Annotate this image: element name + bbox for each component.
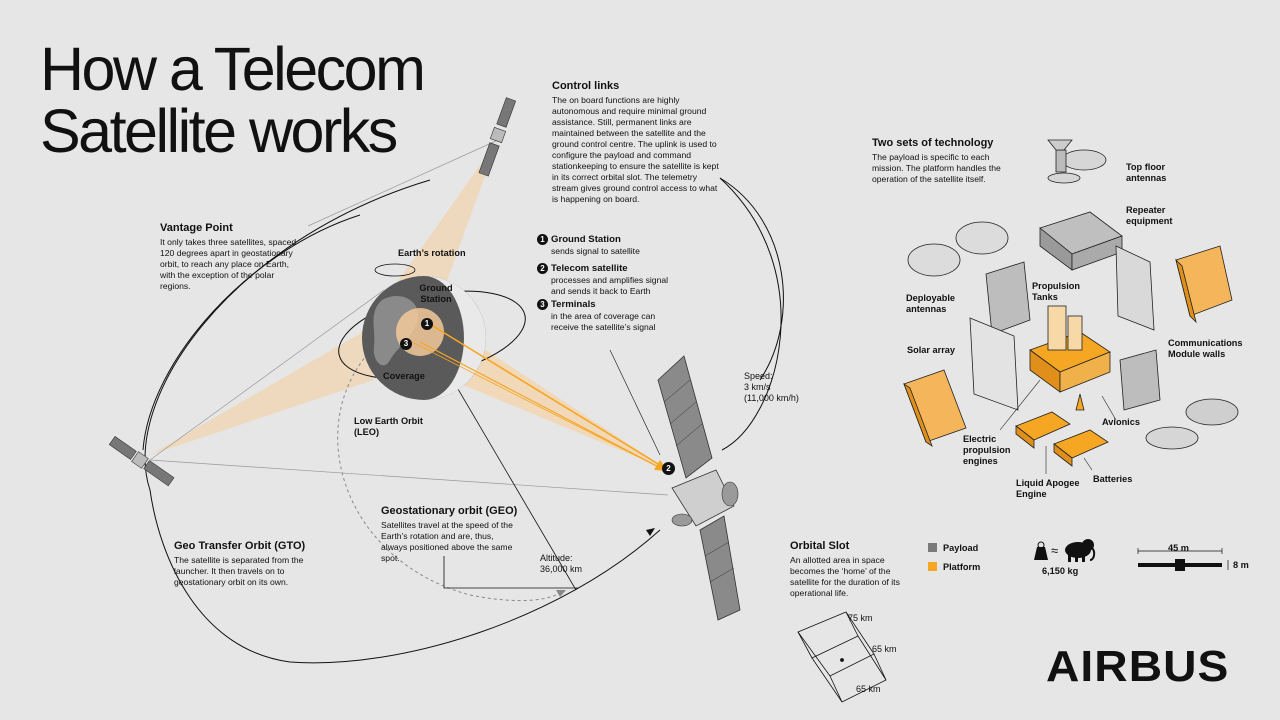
legend-platform: Platform [928, 562, 980, 573]
step-3-number: 3 [537, 299, 548, 310]
size-scale [1137, 548, 1229, 571]
downlink-line [419, 341, 669, 473]
geo-orbit-upper [142, 214, 361, 451]
altitude-label: Altitude: [540, 553, 573, 563]
top-satellite [478, 97, 517, 177]
step-2-desc: processes and amplifies signal and sends… [551, 275, 669, 296]
geo-orbit-arrow [646, 528, 655, 536]
vantage-line-3 [307, 139, 499, 227]
altitude-info: Altitude: 36,000 km [540, 553, 582, 575]
step-1-number: 1 [537, 234, 548, 245]
terminals-marker: 3 [400, 338, 412, 350]
elephant-icon [1065, 539, 1096, 562]
two-sets-block: Two sets of technology The payload is sp… [872, 137, 1020, 185]
vantage-point-body: It only takes three satellites, spaced 1… [160, 237, 297, 291]
geo-body: Satellites travel at the speed of the Ea… [381, 520, 513, 563]
page-title-line-1: How a Telecom [40, 35, 426, 103]
speed-orbit-arc [719, 177, 784, 381]
vantage-point-heading: Vantage Point [160, 222, 233, 234]
legend-platform-swatch [928, 562, 937, 571]
speed-label: Speed: [744, 371, 773, 381]
label-batteries: Batteries [1093, 474, 1133, 484]
altitude-line [447, 371, 577, 591]
page-title-line-2: Satellite works [40, 97, 398, 165]
altitude-leader [443, 556, 578, 589]
terminals-pointer [609, 349, 661, 456]
size-length: 45 m [1168, 543, 1189, 553]
satellite-marker: 2 [662, 462, 675, 475]
weight-icon [1034, 541, 1048, 560]
exploded-components [903, 139, 1239, 474]
vantage-point-block: Vantage Point It only takes three satell… [160, 222, 306, 292]
label-top-floor-antennas: Top floor antennas [1126, 162, 1167, 183]
legend-payload: Payload [928, 543, 978, 554]
control-links-block: Control links The on board functions are… [552, 80, 720, 205]
left-satellite [108, 435, 175, 487]
airbus-logo: AIRBUS [1046, 642, 1230, 691]
uplink-line [427, 322, 669, 471]
speed-value-kmh: (11,000 km/h) [744, 393, 799, 403]
legend-payload-label: Payload [943, 543, 979, 553]
legend-payload-swatch [928, 543, 937, 552]
legend-platform-label: Platform [943, 562, 981, 572]
speed-value-kms: 3 km/s [744, 382, 771, 392]
label-electric-propulsion: Electric propulsion engines [963, 434, 1011, 466]
vantage-line-2 [149, 459, 669, 496]
gto-heading: Geo Transfer Orbit (GTO) [174, 540, 306, 552]
ground-station-marker: 1 [421, 318, 433, 330]
label-avionics: Avionics [1102, 417, 1140, 427]
earth-rotation-arrow [374, 263, 416, 277]
mass-value: 6,150 kg [1042, 566, 1079, 576]
step-1-desc: sends signal to satellite [551, 246, 640, 256]
size-height: 8 m [1233, 560, 1249, 570]
orbital-slot-dim-width: 65 km [872, 644, 897, 654]
page-title: How a Telecom Satellite works [40, 38, 500, 162]
ground-station-label: Ground Station [419, 283, 453, 304]
coverage-label: Coverage [383, 371, 425, 381]
label-communications-module-walls: Communications Module walls [1168, 338, 1243, 359]
control-links-heading: Control links [552, 80, 620, 92]
two-sets-heading: Two sets of technology [872, 137, 994, 149]
mass-approx-symbol: ≈ [1051, 543, 1059, 558]
step-3-desc: in the area of coverage can receive the … [551, 311, 656, 332]
orbital-slot-block: Orbital Slot An allotted area in space b… [790, 540, 908, 599]
leo-label: Low Earth Orbit (LEO) [354, 416, 423, 437]
geo-heading: Geostationary orbit (GEO) [381, 505, 518, 517]
gto-arrow [556, 590, 566, 597]
vantage-line-1 [149, 289, 385, 461]
label-propulsion-tanks: Propulsion Tanks [1032, 281, 1080, 302]
gto-block: Geo Transfer Orbit (GTO) The satellite i… [174, 540, 314, 588]
orbital-slot-heading: Orbital Slot [790, 540, 850, 552]
terminal-line [407, 339, 669, 473]
label-repeater-equipment: Repeater equipment [1126, 205, 1173, 226]
altitude-value: 36,000 km [540, 564, 583, 574]
label-liquid-apogee-engine: Liquid Apogee Engine [1016, 478, 1080, 499]
label-solar-array: Solar array [907, 345, 956, 355]
orbital-slot-dim-length: 75 km [848, 613, 873, 623]
speed-info: Speed: 3 km/s (11,000 km/h) [744, 371, 799, 404]
control-links-body: The on board functions are highly autono… [552, 95, 719, 204]
gto-body: The satellite is separated from the laun… [174, 555, 304, 587]
geo-orbit-path [144, 177, 782, 664]
step-2-number: 2 [537, 263, 548, 274]
orbital-slot-dim-height: 65 km [856, 684, 881, 694]
label-deployable-antennas: Deployable antennas [906, 293, 956, 314]
main-satellite [657, 355, 741, 621]
orbital-slot-body: An allotted area in space becomes the ‘h… [790, 555, 900, 598]
orbital-slot-cube [797, 611, 887, 703]
geo-block: Geostationary orbit (GEO) Satellites tra… [381, 505, 521, 564]
two-sets-body: The payload is specific to each mission.… [872, 152, 1001, 184]
beam-left-satellite [150, 330, 374, 455]
earth-rotation-label: Earth’s rotation [398, 248, 466, 258]
